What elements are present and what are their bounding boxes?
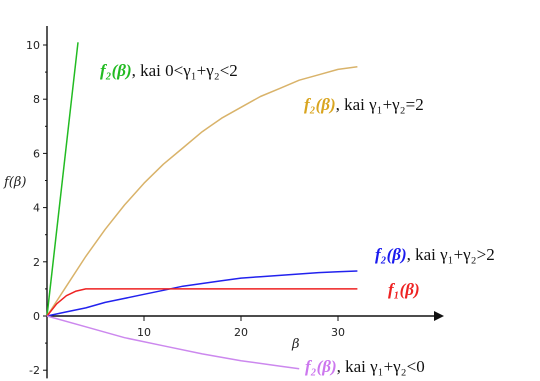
series-line-tan [46,65,358,317]
annotation-blue-rest: , kai γ₁+γ₂>2 [407,245,495,264]
annotation-blue: f₂(β), kai γ₁+γ₂>2 [375,245,495,264]
annotation-tan: f₂(β), kai γ₁+γ₂=2 [304,95,424,114]
annotation-green-fn: f₂(β) [100,61,132,80]
series-line-violet [46,315,300,370]
annotation-green: f₂(β), kai 0<γ₁+γ₂<2 [100,61,238,80]
annotation-green-rest: , kai 0<γ₁+γ₂<2 [132,61,238,80]
x-tick-label: 20 [234,326,248,339]
annotation-violet: f₂(β), kai γ₁+γ₂<0 [305,357,425,376]
annotation-red-fn: f₁(β) [388,280,420,299]
y-tick-label: 2 [33,256,40,269]
series-line-green [46,42,79,317]
axes: 10 20 30 -2 0 2 4 6 8 10 [26,26,444,379]
y-tick-label: -2 [29,364,40,377]
annotation-violet-rest: , kai γ₁+γ₂<0 [337,357,425,376]
annotation-violet-fn: f₂(β) [305,357,337,376]
y-tick-label: 10 [26,39,40,52]
y-tick-label: 0 [33,310,40,323]
y-tick-label: 4 [33,202,40,215]
x-tick-label: 30 [331,326,345,339]
annotation-tan-fn: f₂(β) [304,95,336,114]
x-axis-arrow-icon [434,311,444,321]
y-axis-label: f(β) [3,175,26,190]
x-axis-label: β [291,337,300,352]
curve-annotations: f₂(β), kai 0<γ₁+γ₂<2 f₂(β), kai γ₁+γ₂=2 … [100,61,495,376]
series-line-blue [46,270,358,317]
annotation-red: f₁(β) [388,280,420,299]
annotation-tan-rest: , kai γ₁+γ₂=2 [336,95,424,114]
annotation-blue-fn: f₂(β) [375,245,407,264]
series-line-red [46,288,358,317]
curves [46,42,358,370]
x-tick-label: 10 [137,326,151,339]
y-tick-label: 6 [33,147,40,160]
y-tick-label: 8 [33,93,40,106]
